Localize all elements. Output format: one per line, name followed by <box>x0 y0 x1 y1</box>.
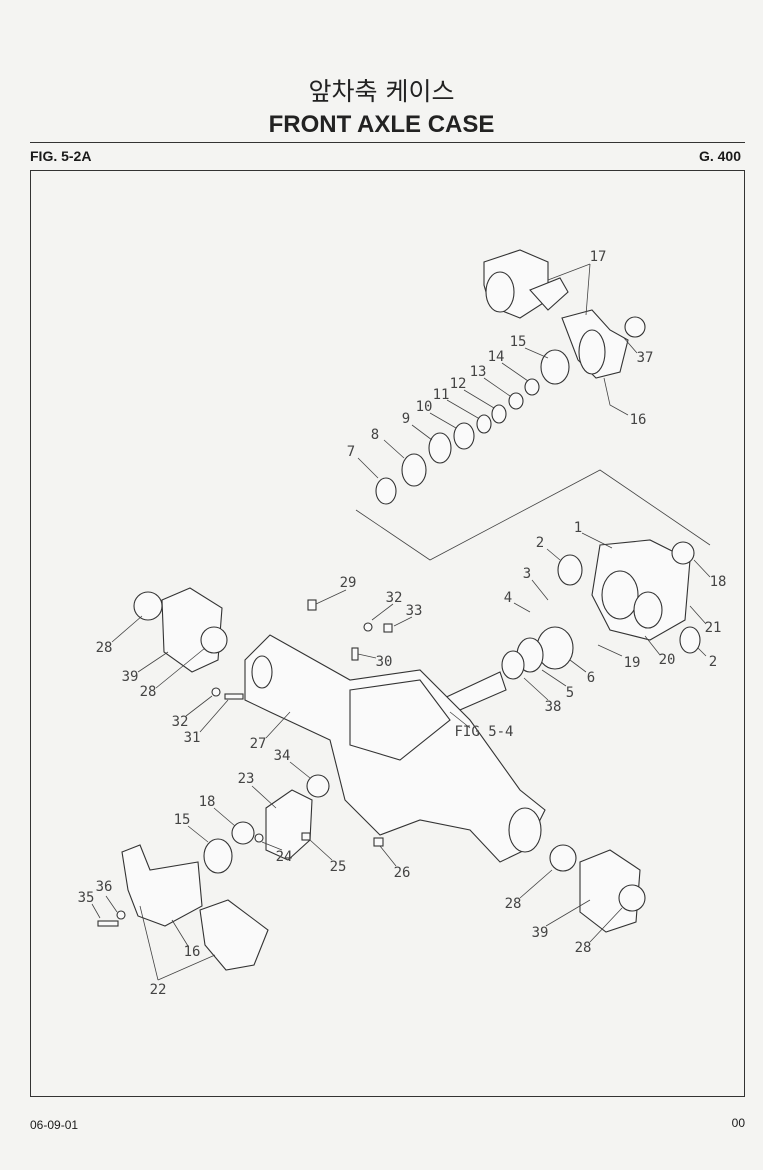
carrier-housing-1 <box>591 539 691 641</box>
ring-37 <box>624 316 646 338</box>
callout-label: 15 <box>510 334 527 350</box>
ring-18-right <box>671 541 695 565</box>
revision-date: 06-09-01 <box>30 1118 79 1132</box>
callout-label: 39 <box>122 669 139 685</box>
leader-lines <box>91 263 711 981</box>
bushing-15 <box>540 349 570 385</box>
bolt-31 <box>224 693 244 700</box>
lower-knuckle-right <box>199 899 269 971</box>
callout-label: 16 <box>184 944 201 960</box>
seal-7 <box>375 477 397 505</box>
part-24 <box>254 833 264 843</box>
callout-label: 37 <box>637 350 654 366</box>
washer-32 <box>363 622 373 632</box>
bolt-35 <box>97 920 119 927</box>
callout-label: 36 <box>96 879 113 895</box>
callout-label: 31 <box>184 730 201 746</box>
plug-26 <box>373 837 384 847</box>
callout-label: 28 <box>505 896 522 912</box>
spacer-39-right <box>579 849 641 933</box>
callout-label: 25 <box>330 859 347 875</box>
diagram-frame <box>30 170 745 1097</box>
callout-label: 17 <box>590 249 607 265</box>
lower-knuckle-left <box>121 844 203 927</box>
nut-36 <box>116 910 126 920</box>
callout-label: 29 <box>340 575 357 591</box>
ring-28-left-b <box>200 626 228 654</box>
seal-2-upper <box>557 554 583 586</box>
seal-2-lower <box>679 626 701 654</box>
callout-label: 32 <box>386 590 403 606</box>
bolt-25 <box>301 832 311 841</box>
ring-28-right-b <box>618 884 646 912</box>
callout-label: 7 <box>347 444 355 460</box>
part-11 <box>476 414 492 434</box>
ring-28-left-a <box>133 591 163 621</box>
ring-38 <box>501 650 525 680</box>
ring-34 <box>306 774 330 798</box>
fitting-29 <box>307 599 317 611</box>
callout-label: 2 <box>709 654 717 670</box>
callout-label: 26 <box>394 865 411 881</box>
bearing-9 <box>428 432 452 464</box>
assembly-bracket-line <box>355 469 711 561</box>
figure-reference-label: FIG 5-4 <box>454 724 513 740</box>
callout-label: 10 <box>416 399 433 415</box>
callout-label: 18 <box>710 574 727 590</box>
callout-label: 35 <box>78 890 95 906</box>
callout-label: 16 <box>630 412 647 428</box>
callout-label: 27 <box>250 736 267 752</box>
callout-label: 23 <box>238 771 255 787</box>
callout-label: 1 <box>574 520 582 536</box>
callout-label: 34 <box>274 748 291 764</box>
callout-label: 24 <box>276 849 293 865</box>
group-number: G. 400 <box>698 148 741 164</box>
callout-label: 21 <box>705 620 722 636</box>
part-8 <box>401 453 427 487</box>
callout-label: 3 <box>523 566 531 582</box>
callout-label: 38 <box>545 699 562 715</box>
ring-12 <box>491 404 507 424</box>
title-english: FRONT AXLE CASE <box>268 111 495 138</box>
callout-label: 12 <box>450 376 467 392</box>
upper-knuckle-left <box>483 249 569 319</box>
bushing-15-lower <box>203 838 233 874</box>
callout-label: 4 <box>504 590 512 606</box>
callout-label: 20 <box>659 652 676 668</box>
upper-knuckle-right <box>561 309 629 379</box>
callout-label: 6 <box>587 670 595 686</box>
callout-label: 28 <box>96 640 113 656</box>
callout-label: 32 <box>172 714 189 730</box>
bolt-33 <box>383 623 393 633</box>
axle-housing-27 <box>244 634 546 863</box>
callout-label: 8 <box>371 427 379 443</box>
header-rule <box>30 142 745 143</box>
page-number: 00 <box>731 1116 745 1130</box>
callout-label: 14 <box>488 349 505 365</box>
callout-label: 5 <box>566 685 574 701</box>
figure-number: FIG. 5-2A <box>30 148 92 164</box>
callout-label: 15 <box>174 812 191 828</box>
ring-28-right-a <box>549 844 577 872</box>
callout-label: 33 <box>406 603 423 619</box>
plug-30 <box>351 647 359 661</box>
callout-label: 19 <box>624 655 641 671</box>
callout-label: 18 <box>199 794 216 810</box>
part-14 <box>524 378 540 396</box>
ring-18-left <box>231 821 255 845</box>
washer-32-left <box>211 687 221 697</box>
callout-label: 2 <box>536 535 544 551</box>
callout-label: 28 <box>140 684 157 700</box>
bearing-10 <box>453 422 475 450</box>
title-korean: 앞차축 케이스 <box>308 77 455 106</box>
callout-label: 11 <box>433 387 450 403</box>
callout-label: 9 <box>402 411 410 427</box>
callout-label: 28 <box>575 940 592 956</box>
part-13 <box>508 392 524 410</box>
callout-label: 22 <box>150 982 167 998</box>
callout-label: 13 <box>470 364 487 380</box>
callout-label: 30 <box>376 654 393 670</box>
callout-label: 39 <box>532 925 549 941</box>
